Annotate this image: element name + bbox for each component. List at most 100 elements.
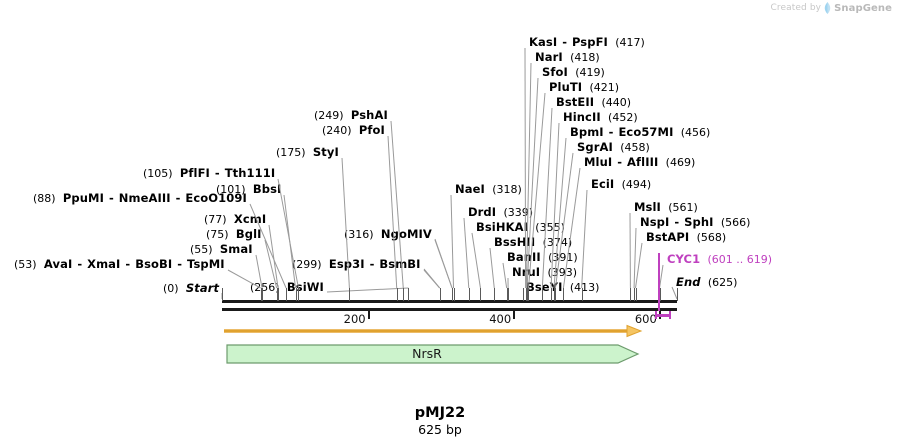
site-label-DrdI[interactable]: DrdI (339) (468, 206, 533, 220)
site-tick-BseYI[interactable] (522, 288, 524, 301)
site-tick-BanII[interactable] (506, 288, 508, 301)
site-label-BssHII[interactable]: BssHII (374) (494, 236, 572, 250)
site-tick-BglI[interactable] (276, 288, 278, 301)
site-tick-SmaI[interactable] (262, 288, 264, 301)
site-label-KasI-PspFI[interactable]: KasI - PspFI (417) (529, 35, 645, 50)
cyc1-range-bar[interactable] (655, 314, 671, 317)
site-tick-NaeI[interactable] (453, 288, 455, 301)
site-label-NruI[interactable]: NruI (393) (512, 266, 578, 280)
site-position: (419) (575, 66, 605, 79)
plasmid-size-label: 625 bp (418, 422, 462, 437)
site-label-MluI-AflIII[interactable]: MluI - AflIII (469) (584, 156, 696, 170)
site-tick-NgoMIV[interactable] (452, 288, 454, 301)
site-tick-StyI[interactable] (349, 288, 351, 301)
site-label-PpuMI-NmeAIII-EcoO109I[interactable]: (88) PpuMI - NmeAIII - EcoO109I (33, 191, 247, 206)
label-separator: - (210, 166, 224, 180)
site-label-BbsI[interactable]: (101) BbsI (216, 183, 281, 197)
enzyme-name: Start (185, 281, 220, 295)
site-tick-XcmI[interactable] (278, 288, 280, 301)
label-separator: - (173, 257, 187, 271)
site-tick-Esp3I[interactable] (439, 288, 441, 301)
site-label-PflFI-Tth111I[interactable]: (105) PflFI - Tth111I (143, 166, 275, 181)
enzyme-name: NgoMIV (380, 227, 432, 241)
site-label-SmaI[interactable]: (55) SmaI (190, 243, 253, 257)
site-tick-MslI[interactable] (630, 288, 632, 301)
cyc1-vertical-marker[interactable] (658, 253, 660, 311)
site-label-NspI-SphI[interactable]: NspI - SphI (566) (640, 215, 751, 230)
leader-line-DrdI (463, 217, 470, 289)
site-label-CYC1[interactable]: CYC1 (601 .. 619) (667, 253, 773, 267)
site-tick-HincII[interactable] (551, 288, 553, 301)
site-position: (469) (665, 156, 696, 169)
leader-line-NaeI (450, 194, 455, 289)
site-tick-Start[interactable] (222, 288, 223, 301)
site-label-Esp3I-BsmBI[interactable]: (299) Esp3I - BsmBI (292, 258, 421, 272)
site-label-XcmI[interactable]: (77) XcmI (204, 213, 266, 227)
label-separator: - (171, 191, 185, 205)
label-separator: - (104, 191, 118, 205)
site-tick-MluI[interactable] (563, 288, 565, 301)
site-label-HincII[interactable]: HincII (452) (563, 111, 638, 125)
site-tick-PfoI[interactable] (396, 288, 398, 301)
site-tick-BpmI[interactable] (553, 288, 555, 301)
site-label-BpmI-Eco57MI[interactable]: BpmI - Eco57MI (456) (570, 126, 711, 140)
site-label-BsiHKAI[interactable]: BsiHKAI (355) (476, 221, 565, 235)
site-tick-EciI[interactable] (581, 288, 583, 301)
site-tick-CYC1[interactable] (659, 288, 661, 301)
site-label-BstEII[interactable]: BstEII (440) (556, 96, 631, 110)
orf-feature-arrow[interactable] (222, 324, 646, 338)
site-tick-PpuMI[interactable] (286, 288, 288, 301)
site-label-SfoI[interactable]: SfoI (419) (542, 65, 605, 80)
site-label-NgoMIV[interactable]: (316) NgoMIV (344, 227, 432, 242)
nrsr-gene-arrow[interactable] (222, 341, 646, 367)
site-position: (601 .. 619) (707, 253, 773, 266)
enzyme-name: NarI (535, 50, 563, 64)
enzyme-name: BsiWI (286, 280, 324, 294)
site-tick-BssHII[interactable] (494, 288, 496, 301)
site-tick-DrdI[interactable] (468, 288, 470, 301)
site-position: (418) (570, 51, 600, 64)
site-position: (566) (720, 216, 751, 229)
site-position: (393) (547, 266, 578, 279)
site-position: (456) (680, 126, 711, 139)
site-label-End[interactable]: End (625) (676, 276, 737, 290)
leader-line-XcmI (268, 224, 279, 289)
site-tick-BsiHKAI[interactable] (480, 288, 482, 301)
site-label-PshAI[interactable]: (249) PshAI (314, 109, 388, 123)
site-position: (413) (569, 281, 600, 294)
site-label-StyI[interactable]: (175) StyI (276, 146, 339, 160)
site-label-Start[interactable]: (0) Start (163, 281, 220, 296)
enzyme-name: BstAPI (646, 230, 690, 244)
site-tick-PluTI[interactable] (528, 288, 530, 301)
site-label-PluTI[interactable]: PluTI (421) (549, 81, 619, 95)
site-tick-SgrAI[interactable] (555, 288, 557, 301)
site-tick-NarI[interactable] (526, 288, 528, 301)
label-separator: - (73, 257, 87, 271)
site-label-BstAPI[interactable]: BstAPI (568) (646, 230, 726, 245)
label-separator: - (558, 35, 571, 49)
snapgene-leaf-icon (824, 2, 831, 14)
site-tick-NspI[interactable] (634, 288, 636, 301)
site-label-BanII[interactable]: BanII (391) (507, 251, 578, 265)
site-tick-PshAI[interactable] (403, 288, 405, 301)
site-tick-PflFI[interactable] (298, 288, 300, 301)
site-label-MslI[interactable]: MslI (561) (634, 201, 698, 215)
site-tick-BstAPI[interactable] (635, 288, 637, 301)
site-label-NarI[interactable]: NarI (418) (535, 50, 600, 65)
site-tick-AvaI[interactable] (260, 288, 262, 301)
site-tick-SfoI[interactable] (527, 288, 529, 301)
site-tick-BstEII[interactable] (542, 288, 544, 301)
site-tick-KasI[interactable] (525, 288, 527, 301)
enzyme-name: SfoI (542, 65, 568, 79)
site-tick-BbsI[interactable] (295, 288, 297, 301)
site-label-EciI[interactable]: EciI (494) (591, 178, 651, 192)
site-label-BglI[interactable]: (75) BglI (206, 228, 262, 242)
site-label-PfoI[interactable]: (240) PfoI (322, 124, 385, 138)
site-label-NaeI[interactable]: NaeI (318) (455, 183, 522, 197)
site-tick-NruI[interactable] (508, 288, 510, 301)
site-tick-End[interactable] (677, 288, 678, 301)
label-separator: - (670, 215, 684, 229)
site-tick-BsiWI[interactable] (408, 288, 410, 301)
site-label-SgrAI[interactable]: SgrAI (458) (577, 141, 650, 155)
site-label-AvaI-XmaI-BsoBI-TspMI[interactable]: (53) AvaI - XmaI - BsoBI - TspMI (14, 257, 225, 272)
